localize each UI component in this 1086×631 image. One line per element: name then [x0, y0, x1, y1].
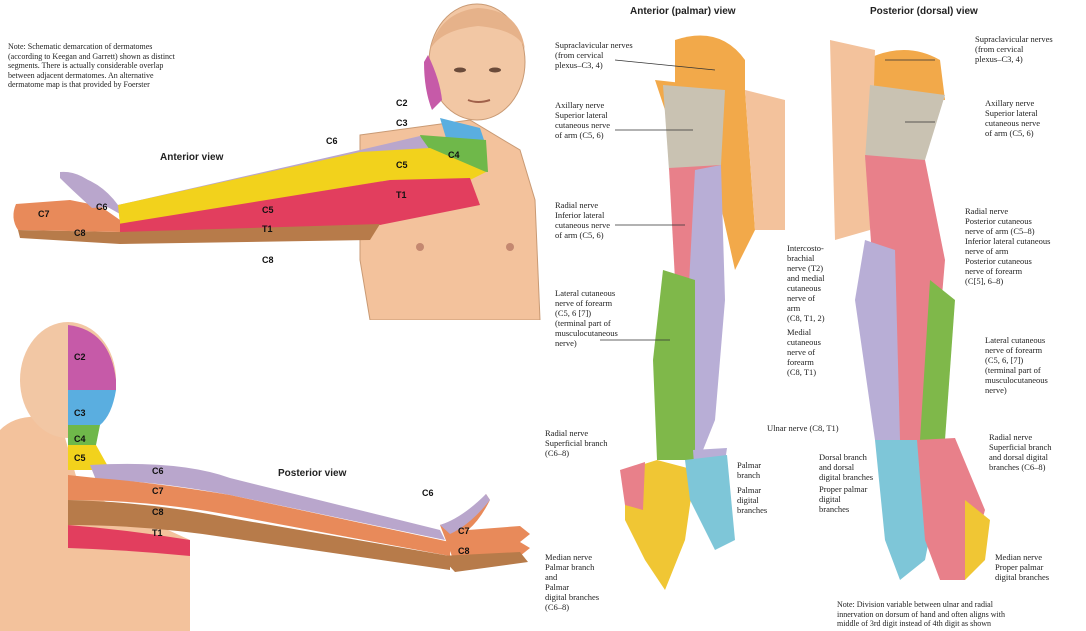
anterior-palmar-title: Anterior (palmar) view	[630, 6, 736, 17]
post-label-t1: T1	[152, 528, 163, 538]
label-c8-bottom: C8	[262, 255, 274, 265]
label-lateral-cutaneous-left: Lateral cutaneous nerve of forearm (C5, …	[555, 288, 665, 348]
posterior-dorsal-title: Posterior (dorsal) view	[870, 6, 978, 17]
label-intercostobrachial: Intercosto- brachial nerve (T2) and medi…	[787, 243, 857, 323]
label-medial-cutaneous: Medial cutaneous nerve of forearm (C8, T…	[787, 327, 857, 377]
post-label-c6-hand: C6	[422, 488, 434, 498]
posterior-dermatome-panel: Posterior view C2 C3 C4 C5 C6 C7 C8 T1 C…	[0, 320, 545, 631]
peripheral-nerve-panel: Anterior (palmar) view Posterior (dorsal…	[545, 0, 1086, 631]
label-supraclavicular-left: Supraclavicular nerves (from cervical pl…	[555, 40, 665, 70]
anterior-view-title: Anterior view	[160, 152, 223, 163]
post-label-c5: C5	[74, 453, 86, 463]
label-axillary-right: Axillary nerve Superior lateral cutaneou…	[985, 98, 1085, 138]
label-c6-hand: C6	[96, 202, 108, 212]
label-radial-superficial-right: Radial nerve Superficial branch and dors…	[989, 432, 1086, 472]
anterior-dermatome-panel: Note: Schematic demarcation of dermatome…	[0, 0, 545, 320]
label-radial-right: Radial nerve Posterior cutaneous nerve o…	[965, 206, 1085, 286]
label-radial-superficial-left: Radial nerve Superficial branch (C6–8)	[545, 428, 635, 458]
label-palmar-digital: Palmar digital branches	[737, 485, 797, 515]
label-axillary-left: Axillary nerve Superior lateral cutaneou…	[555, 100, 665, 140]
label-c5-shoulder: C5	[396, 160, 408, 170]
label-t1-chest: T1	[396, 190, 407, 200]
label-median-left: Median nerve Palmar branch and Palmar di…	[545, 552, 635, 612]
post-label-c7: C7	[152, 486, 164, 496]
post-label-c4: C4	[74, 434, 86, 444]
division-note: Note: Division variable between ulnar an…	[837, 600, 1077, 629]
post-label-c3: C3	[74, 408, 86, 418]
post-label-c6: C6	[152, 466, 164, 476]
posterior-dermatome-illustration	[0, 320, 545, 631]
label-median-right: Median nerve Proper palmar digital branc…	[995, 552, 1085, 582]
label-dorsal-branch: Dorsal branch and dorsal digital branche…	[819, 452, 899, 482]
label-supraclavicular-right: Supraclavicular nerves (from cervical pl…	[975, 34, 1085, 64]
post-label-c8-hand: C8	[458, 546, 470, 556]
label-radial-left: Radial nerve Inferior lateral cutaneous …	[555, 200, 665, 240]
label-palmar-branch: Palmar branch	[737, 460, 797, 480]
label-c8-hand: C8	[74, 228, 86, 238]
label-c3: C3	[396, 118, 408, 128]
posterior-view-title: Posterior view	[278, 468, 346, 479]
post-label-c2: C2	[74, 352, 86, 362]
post-label-c8: C8	[152, 507, 164, 517]
label-c7-hand: C7	[38, 209, 50, 219]
label-lateral-cutaneous-right: Lateral cutaneous nerve of forearm (C5, …	[985, 335, 1085, 395]
label-ulnar: Ulnar nerve (C8, T1)	[767, 423, 877, 433]
post-label-c7-hand: C7	[458, 526, 470, 536]
label-c4: C4	[448, 150, 460, 160]
label-c5-arm: C5	[262, 205, 274, 215]
label-c2: C2	[396, 98, 408, 108]
label-t1-arm: T1	[262, 224, 273, 234]
label-proper-palmar: Proper palmar digital branches	[819, 484, 899, 514]
dermatome-note: Note: Schematic demarcation of dermatome…	[8, 42, 268, 90]
label-c6-arm: C6	[326, 136, 338, 146]
